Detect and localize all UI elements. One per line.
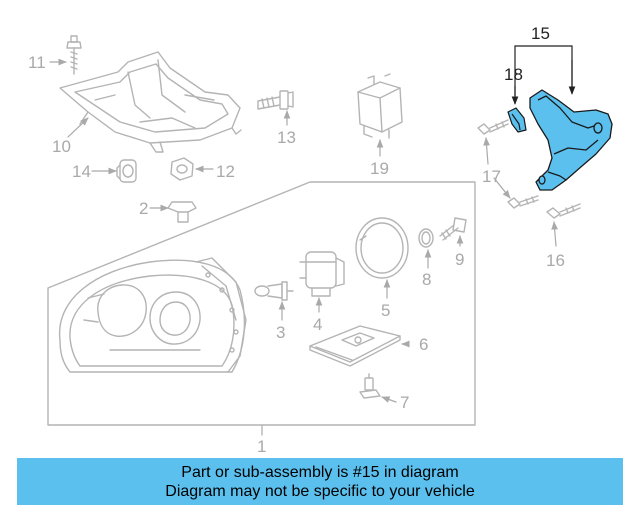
label-19: 19 — [370, 159, 389, 178]
label-6: 6 — [419, 335, 428, 354]
nut-part-12[interactable] — [170, 157, 194, 181]
label-16: 16 — [546, 251, 565, 270]
label-5: 5 — [381, 301, 390, 320]
info-banner: Part or sub-assembly is #15 in diagram D… — [17, 458, 623, 505]
washer-part-8[interactable] — [418, 228, 434, 248]
bulb-part-3[interactable] — [254, 281, 294, 301]
headlamp-part-1[interactable] — [47, 181, 476, 426]
label-14: 14 — [72, 162, 91, 181]
part-labels: 11 10 13 19 14 12 2 1 3 4 5 8 9 6 7 17 1… — [28, 24, 565, 455]
label-15: 15 — [531, 24, 550, 43]
label-1: 1 — [257, 437, 266, 455]
bolt-part-17-upper[interactable] — [477, 119, 509, 135]
bolt-part-13[interactable] — [257, 90, 294, 110]
label-3: 3 — [276, 323, 285, 342]
label-9: 9 — [455, 250, 464, 269]
label-11: 11 — [28, 53, 46, 72]
label-8: 8 — [422, 270, 431, 289]
label-4: 4 — [313, 315, 322, 334]
label-10: 10 — [52, 137, 71, 156]
banner-line-1: Part or sub-assembly is #15 in diagram — [181, 463, 459, 481]
screw-part-7[interactable] — [359, 373, 381, 399]
cap-part-5[interactable] — [355, 217, 409, 279]
label-2: 2 — [139, 199, 148, 218]
label-18: 18 — [504, 65, 523, 84]
clip-part-2[interactable] — [167, 201, 197, 223]
parts-diagram: 11 10 13 19 14 12 2 1 3 4 5 8 9 6 7 17 1… — [28, 24, 613, 455]
leader-lines — [49, 58, 558, 436]
bolt-part-9[interactable] — [439, 217, 467, 241]
callout-lines-15-18 — [511, 45, 576, 105]
label-7: 7 — [400, 393, 409, 412]
cover-part-6[interactable] — [309, 325, 401, 367]
bracket-part-10[interactable] — [59, 51, 242, 153]
bolt-part-11[interactable] — [66, 35, 82, 75]
banner-line-2: Diagram may not be specific to your vehi… — [165, 482, 475, 500]
label-13: 13 — [277, 128, 296, 147]
clip-part-18[interactable] — [507, 107, 527, 133]
label-12: 12 — [216, 162, 235, 181]
bolt-part-17-lower[interactable] — [507, 195, 539, 209]
socket-part-4[interactable] — [299, 251, 345, 297]
grommet-part-14[interactable] — [116, 159, 137, 183]
bolt-part-16[interactable] — [546, 203, 581, 219]
bracket-part-15[interactable] — [529, 89, 613, 191]
module-part-19[interactable] — [357, 73, 403, 139]
label-17: 17 — [482, 167, 501, 186]
